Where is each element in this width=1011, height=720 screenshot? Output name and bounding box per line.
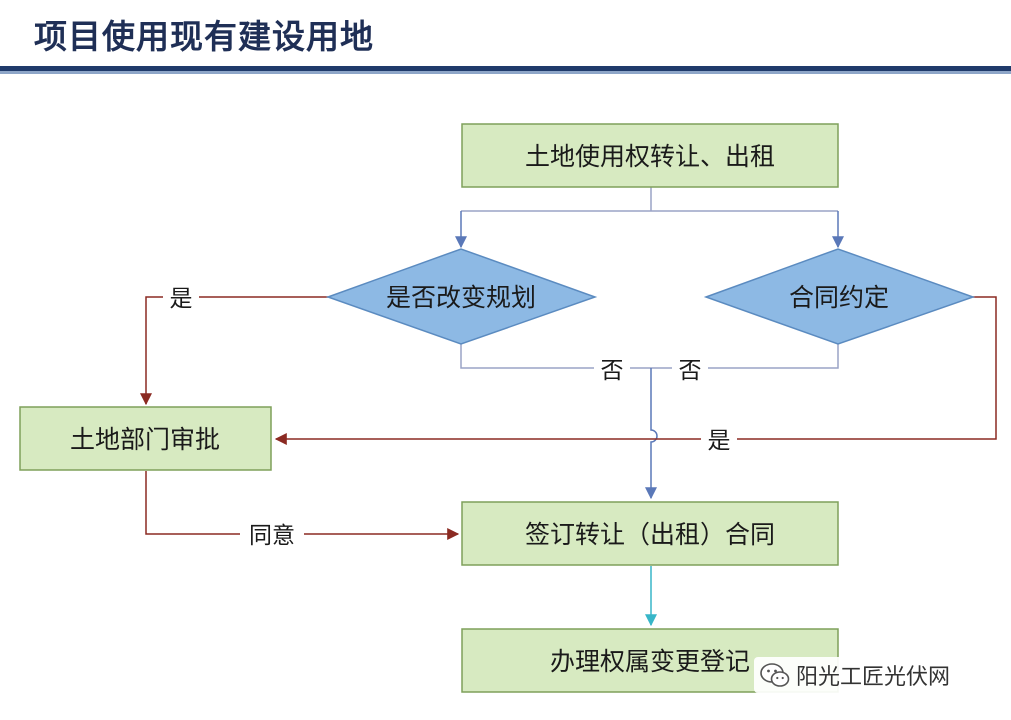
edges <box>140 187 997 627</box>
node-transfer-label: 土地使用权转让、出租 <box>525 142 775 171</box>
title-divider-dark <box>0 66 1011 71</box>
edge-contract-terms-no <box>651 344 839 369</box>
edge-label-no-left: 否 <box>601 358 624 384</box>
node-change-plan: 是否改变规划 <box>325 248 598 345</box>
title-divider <box>0 66 1011 74</box>
watermark-text: 阳光工匠光伏网 <box>796 665 951 690</box>
node-sign-contract-label: 签订转让（出租）合同 <box>525 520 775 549</box>
node-land-dept: 土地部门审批 <box>19 406 272 471</box>
node-change-plan-label: 是否改变规划 <box>386 283 536 312</box>
edge-label-yes-right: 是 <box>708 428 731 454</box>
edge-label-yes-left: 是 <box>170 286 193 312</box>
edge-labels: 是 否 否 是 同意 <box>163 281 737 550</box>
edge-change-plan-no <box>460 344 651 369</box>
edge-no-merge-down <box>645 368 658 500</box>
page-title: 项目使用现有建设用地 <box>34 17 374 56</box>
node-land-dept-label: 土地部门审批 <box>70 425 220 454</box>
edge-label-no-right: 否 <box>679 358 702 384</box>
edge-label-agree: 同意 <box>249 523 295 549</box>
edge-contract-terms-yes <box>274 296 997 445</box>
node-contract-terms-label: 合同约定 <box>789 283 889 312</box>
node-contract-terms: 合同约定 <box>703 248 976 345</box>
wechat-icon <box>760 663 790 687</box>
edge-transfer-split <box>461 187 838 212</box>
edge-change-plan-yes <box>140 296 328 406</box>
node-transfer: 土地使用权转让、出租 <box>461 123 839 188</box>
edge-land-dept-agree <box>145 471 460 540</box>
node-sign-contract: 签订转让（出租）合同 <box>461 501 839 566</box>
title-divider-light <box>0 71 1011 74</box>
watermark: 阳光工匠光伏网 <box>754 657 961 693</box>
node-register-label: 办理权属变更登记 <box>550 647 750 676</box>
